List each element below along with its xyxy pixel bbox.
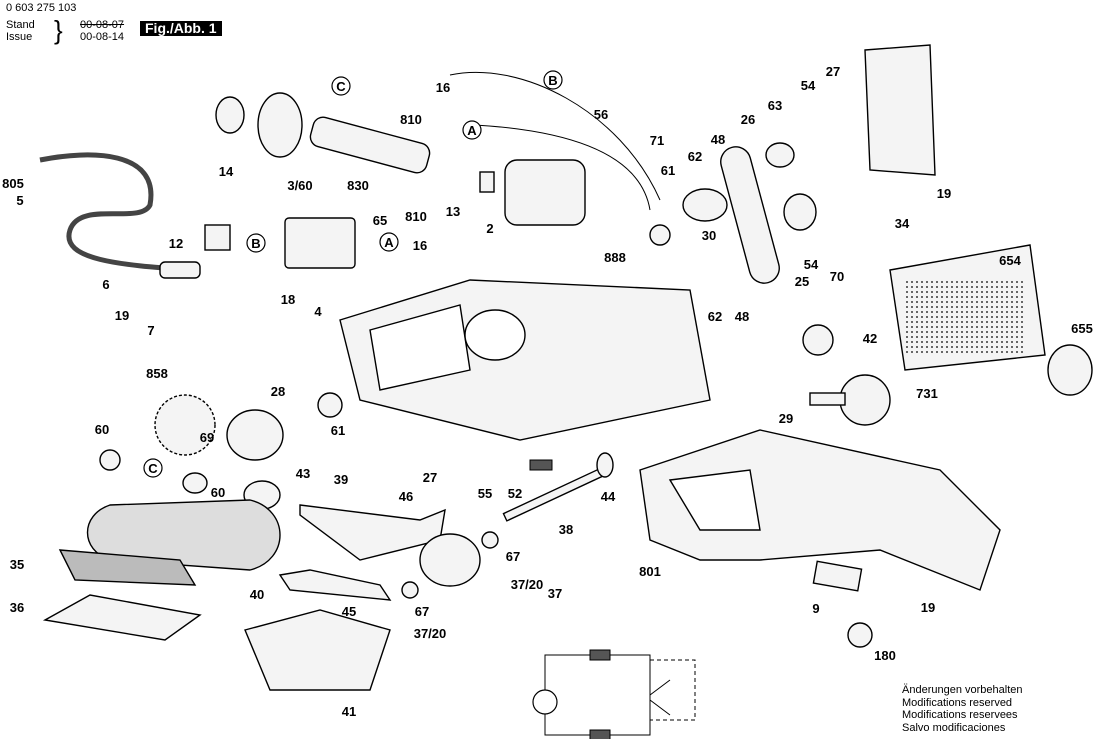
callout: 35 — [10, 557, 24, 572]
callout: 801 — [639, 564, 661, 579]
callout: 3/60 — [287, 178, 312, 193]
marker-c: C — [336, 79, 346, 94]
callout: 54 — [804, 257, 819, 272]
issue-label: Issue — [6, 31, 33, 43]
callout: 36 — [10, 600, 24, 615]
callout: 62 — [688, 149, 702, 164]
marker-b: B — [548, 73, 557, 88]
callout: 16 — [413, 238, 427, 253]
stand-label: Stand — [6, 19, 35, 31]
callout: 12 — [169, 236, 183, 251]
callout: 67 — [415, 604, 429, 619]
parts-drawing — [39, 44, 1093, 739]
callout: 65 — [373, 213, 387, 228]
callout: 55 — [478, 486, 492, 501]
marker-a: A — [467, 123, 477, 138]
callout: 52 — [508, 486, 522, 501]
callout: 830 — [347, 178, 369, 193]
callout: 16 — [436, 80, 450, 95]
callout: 30 — [702, 228, 716, 243]
marker-c: C — [148, 461, 158, 476]
callout: 48 — [711, 132, 725, 147]
callout: 18 — [281, 292, 295, 307]
figure-badge: Fig./Abb. 1 — [140, 21, 222, 36]
callout: 654 — [999, 253, 1021, 268]
wiring-diagram — [532, 649, 696, 739]
callout: 805 — [2, 176, 24, 191]
note-en: Modifications reserved — [902, 696, 1013, 709]
callout: 54 — [801, 78, 816, 93]
callout: 63 — [768, 98, 782, 113]
callout: 7 — [147, 323, 154, 338]
marker-a: A — [384, 235, 394, 250]
note-de: Änderungen vorbehalten — [902, 684, 1023, 696]
callout: 56 — [594, 107, 608, 122]
callout: 26 — [741, 112, 755, 127]
callout: 9 — [812, 601, 819, 616]
callout: 4 — [314, 304, 322, 319]
callout: 60 — [95, 422, 109, 437]
callout: 34 — [895, 216, 910, 231]
note-fr: Modifications reservees — [902, 709, 1018, 721]
callout: 41 — [342, 704, 356, 719]
issue-date: 00-08-14 — [80, 31, 125, 43]
callout: 70 — [830, 269, 844, 284]
callout: 37/20 — [414, 626, 447, 641]
callout: 19 — [115, 308, 129, 323]
callout: 19 — [921, 600, 935, 615]
callout: 2 — [486, 221, 493, 236]
callout: 69 — [200, 430, 214, 445]
callout: 810 — [405, 209, 427, 224]
callout: 42 — [863, 331, 877, 346]
callout: 731 — [916, 386, 938, 401]
old-date: 00-08-07 — [80, 19, 125, 31]
callout: 180 — [874, 648, 896, 663]
callout: 13 — [446, 204, 460, 219]
callout: 62 — [708, 309, 722, 324]
callout: 37/20 — [511, 577, 544, 592]
document-number: 0 603 275 103 — [6, 2, 77, 14]
callout: 46 — [399, 489, 413, 504]
brace-glyph: } — [54, 15, 63, 45]
callout: 6 — [102, 277, 109, 292]
callout: 48 — [735, 309, 749, 324]
callout: 38 — [559, 522, 573, 537]
callout: 858 — [146, 366, 168, 381]
callout: 37 — [548, 586, 562, 601]
callout: 655 — [1071, 321, 1093, 336]
callout: 61 — [331, 423, 345, 438]
callout: 44 — [601, 489, 616, 504]
callout: 27 — [826, 64, 840, 79]
callout: 71 — [650, 133, 664, 148]
callout: 27 — [423, 470, 437, 485]
callout: 810 — [400, 112, 422, 127]
callout: 61 — [661, 163, 675, 178]
callout: 25 — [795, 274, 809, 289]
modification-notes: Änderungen vorbehalten Modifications res… — [902, 684, 1022, 734]
callout: 43 — [296, 466, 310, 481]
callout: 19 — [937, 186, 951, 201]
callout: 888 — [604, 250, 626, 265]
callout-labels: 16 56 810 830 3/60 14 71 48 26 63 54 27 … — [2, 64, 1093, 719]
reference-markers: B A C A B C — [143, 70, 563, 478]
marker-b: B — [251, 236, 260, 251]
callout: 28 — [271, 384, 285, 399]
callout: 29 — [779, 411, 793, 426]
callout: 67 — [506, 549, 520, 564]
callout: 5 — [16, 193, 23, 208]
callout: 39 — [334, 472, 348, 487]
callout: 45 — [342, 604, 356, 619]
callout: 14 — [219, 164, 234, 179]
note-es: Salvo modificaciones — [902, 721, 1006, 734]
callout: 40 — [250, 587, 264, 602]
callout: 60 — [211, 485, 225, 500]
